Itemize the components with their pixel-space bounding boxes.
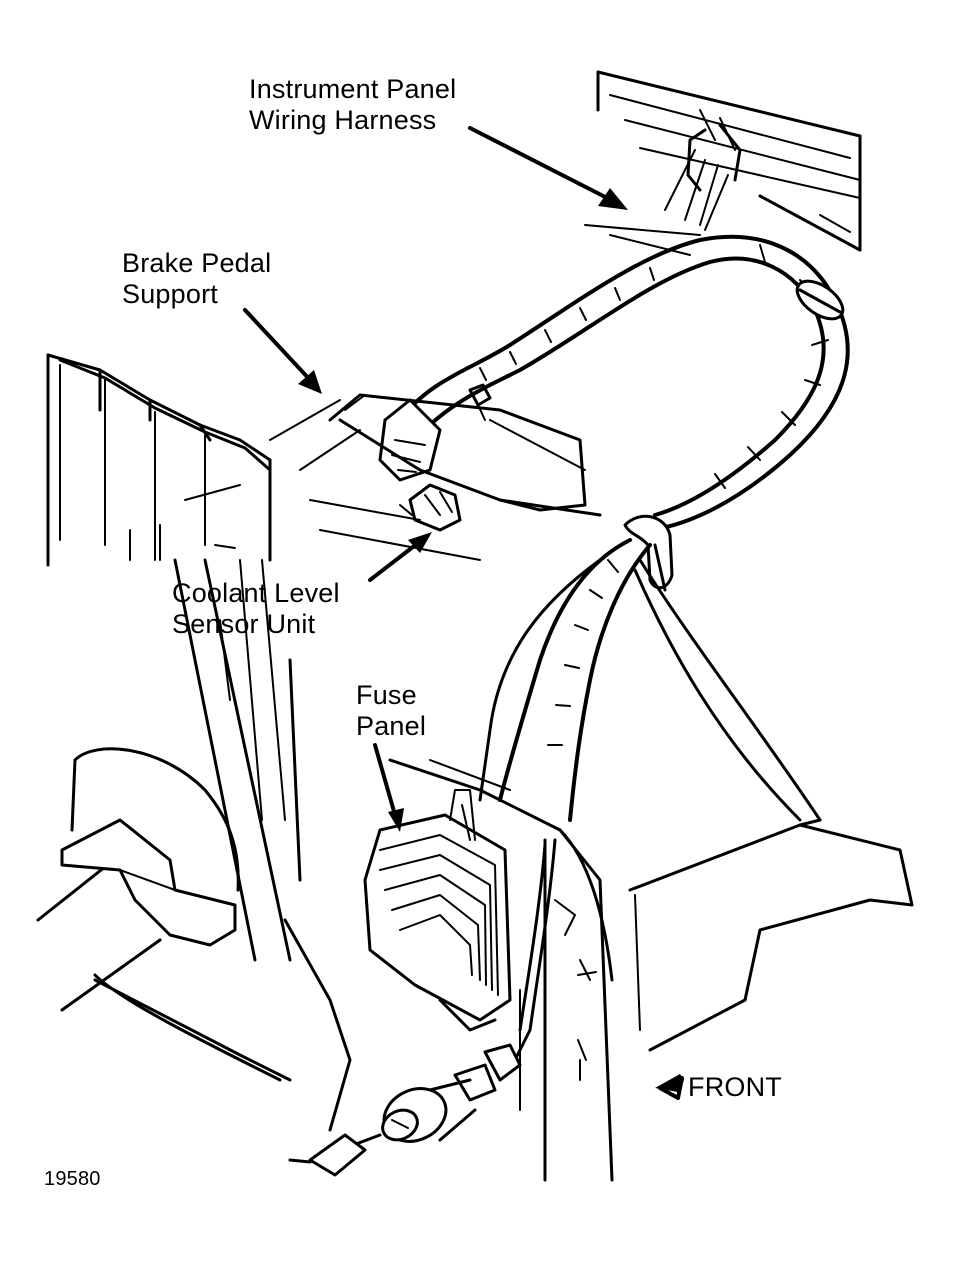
instrument-panel-harness-line1: Instrument Panel <box>249 74 457 104</box>
left-panel-structure <box>46 353 272 567</box>
brake-pedal-support <box>269 393 602 561</box>
fuse-panel <box>363 789 512 1032</box>
lamp-socket-pigtail <box>288 838 557 1177</box>
harness-clip <box>623 514 674 592</box>
right-side-panel <box>628 818 914 1052</box>
coolant-level-sensor-line1: Coolant Level <box>172 578 340 608</box>
front-direction-label: FRONT <box>688 1072 782 1102</box>
instrument-panel-wiring-harness <box>378 234 850 532</box>
leader-arrows <box>243 126 684 1100</box>
fuse-panel-label: Fuse Panel <box>356 680 426 742</box>
coolant-level-sensor-unit <box>399 483 462 532</box>
fuse-panel-line1: Fuse <box>356 680 417 710</box>
instrument-panel-harness-label: Instrument Panel Wiring Harness <box>249 74 456 136</box>
figure-number: 19580 <box>44 1168 101 1190</box>
brake-pedal-support-line1: Brake Pedal <box>122 248 272 278</box>
dash-connector <box>664 123 742 231</box>
instrument-panel-harness-line2: Wiring Harness <box>249 105 437 135</box>
coolant-level-sensor-label: Coolant Level Sensor Unit <box>172 578 340 640</box>
fuse-panel-line2: Panel <box>356 711 427 741</box>
harness-lower-branch <box>478 538 822 822</box>
lower-dash-structure <box>388 758 614 1182</box>
steering-column <box>36 747 352 1132</box>
brake-pedal-support-label: Brake Pedal Support <box>122 248 271 310</box>
dash-panel-outline <box>584 70 862 256</box>
brake-pedal-support-line2: Support <box>122 279 218 309</box>
coolant-level-sensor-line2: Sensor Unit <box>172 609 316 639</box>
vertical-frame-members <box>173 558 302 962</box>
